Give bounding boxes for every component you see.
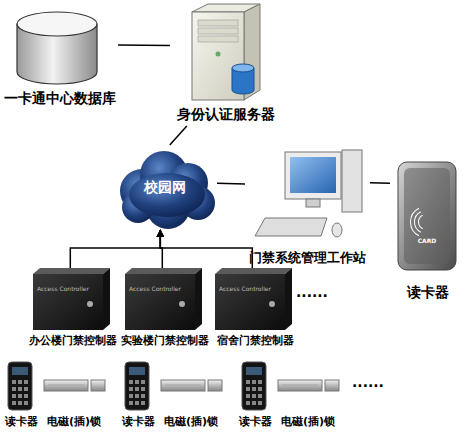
magnetic-lock: 电磁(插)锁 — [38, 362, 110, 432]
controller-label: 办公楼门禁控制器 — [28, 335, 118, 348]
link-line — [217, 183, 245, 185]
keypad-reader: 读卡器 — [117, 362, 159, 432]
database-cylinder: 一卡通中心数据库 — [2, 8, 118, 108]
device-brand-text: Access Controller — [217, 286, 273, 293]
magnetic-lock-outline — [272, 362, 344, 412]
workstation-label: 门禁系统管理工作站 — [245, 251, 370, 266]
card-reader-outline — [390, 160, 465, 275]
keypad-reader-outline — [0, 362, 42, 412]
keypad-reader: 读卡器 — [234, 362, 276, 432]
device-brand-text: Access Controller — [127, 286, 183, 293]
card-logo-text: CARD — [408, 238, 446, 245]
bus-connector — [160, 230, 252, 268]
continuation-ellipsis: ...... — [352, 374, 384, 390]
workstation-pc: 门禁系统管理工作站 — [245, 148, 370, 268]
continuation-ellipsis: ...... — [296, 284, 328, 300]
device-label: 电磁(插)锁 — [272, 416, 344, 429]
device-label: 电磁(插)锁 — [38, 416, 110, 429]
card-reader: CARD 读卡器 — [390, 160, 465, 305]
access-controller-outline — [28, 268, 118, 332]
bus-connector — [70, 230, 160, 268]
keypad-reader-outline — [117, 362, 159, 412]
network-label: 校园网 — [112, 179, 217, 195]
server-tower: 身份认证服务器 — [170, 2, 282, 126]
device-label: 读卡器 — [234, 416, 276, 429]
network-cloud: 校园网 — [112, 145, 217, 230]
magnetic-lock: 电磁(插)锁 — [155, 362, 227, 432]
device-label: 读卡器 — [117, 416, 159, 429]
workstation-pc-outline — [245, 148, 370, 243]
access-controller: Access Controller 办公楼门禁控制器 — [28, 268, 118, 352]
keypad-reader-outline — [234, 362, 276, 412]
bus-connector — [160, 230, 162, 268]
controller-label: 实验楼门禁控制器 — [120, 335, 210, 348]
database-cylinder-outline — [2, 8, 118, 88]
server-tower-outline — [170, 2, 282, 102]
access-controller-outline — [210, 268, 300, 332]
magnetic-lock-outline — [155, 362, 227, 412]
device-brand-text: Access Controller — [35, 286, 91, 293]
server-label: 身份认证服务器 — [170, 106, 282, 122]
access-controller: Access Controller 实验楼门禁控制器 — [120, 268, 210, 352]
link-line — [118, 44, 170, 46]
magnetic-lock: 电磁(插)锁 — [272, 362, 344, 432]
access-controller: Access Controller 宿舍门禁控制器 — [210, 268, 300, 352]
reader-label: 读卡器 — [390, 284, 465, 300]
link-line — [370, 182, 390, 184]
device-label: 读卡器 — [0, 416, 42, 429]
device-label: 电磁(插)锁 — [155, 416, 227, 429]
keypad-reader: 读卡器 — [0, 362, 42, 432]
database-label: 一卡通中心数据库 — [2, 90, 118, 106]
magnetic-lock-outline — [38, 362, 110, 412]
link-line — [170, 126, 187, 145]
controller-label: 宿舍门禁控制器 — [210, 335, 300, 348]
access-controller-outline — [120, 268, 210, 332]
